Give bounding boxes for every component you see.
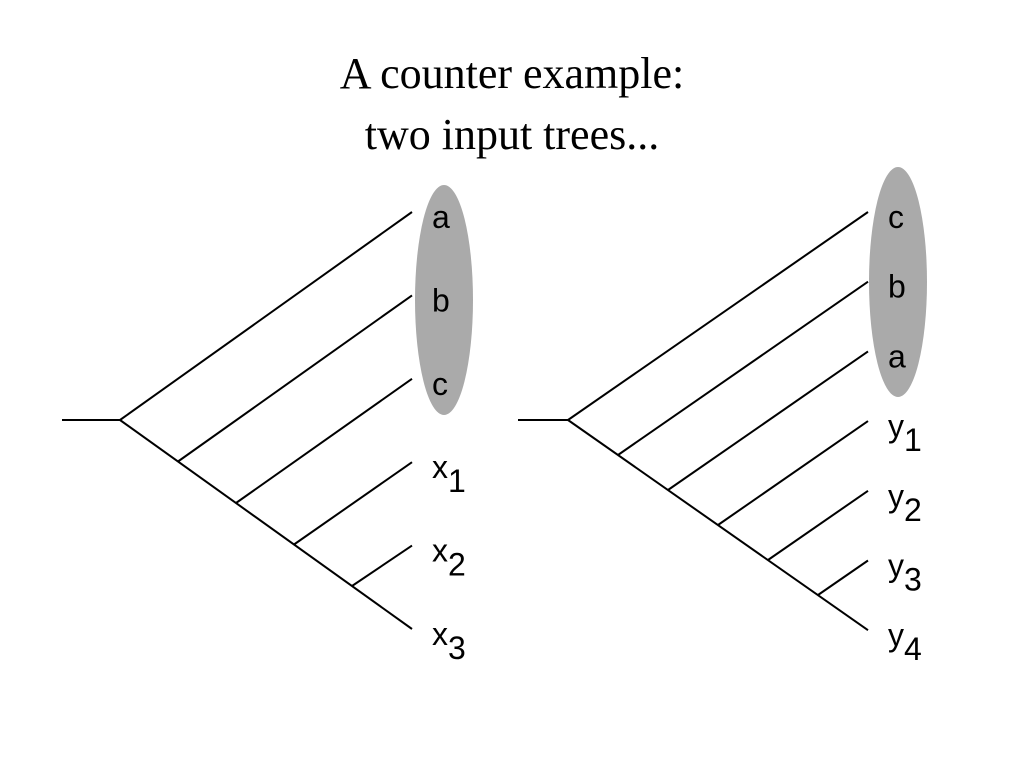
branch-y2 [767, 489, 869, 561]
branch-b [177, 294, 413, 463]
leaf-label-b: b [432, 282, 450, 318]
leaf-label-x2: x2 [432, 533, 466, 583]
left-tree: a b c x1 x2 x3 [62, 185, 473, 666]
branch-c [567, 211, 869, 421]
leaf-label-x1: x1 [432, 449, 466, 499]
leaf-label-y1: y1 [888, 408, 922, 458]
leaf-label-a: a [888, 338, 906, 374]
branch-y1 [717, 420, 869, 526]
leaf-label-x3: x3 [432, 616, 466, 666]
branch-b [617, 280, 869, 456]
leaf-label-c: c [432, 366, 448, 402]
highlight-ellipse [415, 185, 473, 415]
branch-y3 [817, 559, 869, 596]
highlight-ellipse [869, 167, 927, 397]
branch-a [119, 211, 413, 421]
leaf-label-y2: y2 [888, 478, 922, 528]
title-line-1: A counter example: [339, 49, 685, 98]
branch-x2 [351, 544, 413, 587]
leaf-label-c: c [888, 199, 904, 235]
leaf-label-y4: y4 [888, 617, 922, 667]
branch-c [235, 377, 413, 504]
leaf-label-y3: y3 [888, 548, 922, 598]
title-line-2: two input trees... [364, 110, 660, 159]
leaf-label-b: b [888, 269, 906, 305]
branch-x1 [293, 461, 413, 546]
branch-a [667, 350, 869, 491]
tree-spine [119, 419, 413, 630]
leaf-label-a: a [432, 199, 450, 235]
right-tree: cba y1 y2 y3 y4 [518, 167, 927, 667]
tree-spine [567, 419, 869, 632]
